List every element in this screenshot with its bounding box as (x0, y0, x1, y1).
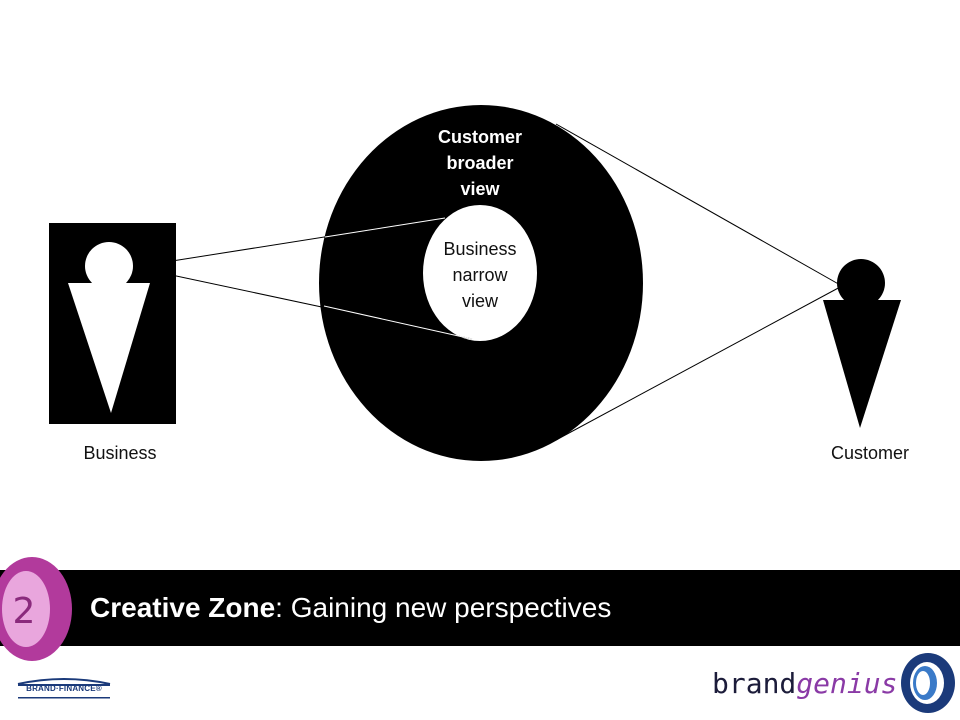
business-narrow-view-circle (423, 205, 537, 341)
business-label: Business (83, 443, 157, 463)
brand-finance-logo (17, 678, 111, 699)
perspective-diagram (49, 105, 901, 461)
zone-number-badge: 2 (0, 557, 72, 661)
customer-broader-view-label: Customer broader view (437, 127, 522, 199)
brandgenius-wordmark: brandgenius (712, 667, 898, 700)
business-person-icon (49, 223, 176, 424)
customer-sight-lines (555, 123, 843, 441)
business-narrow-view-label: Business narrow view (443, 239, 517, 311)
section-banner (0, 570, 960, 646)
customer-label: Customer (830, 443, 910, 463)
customer-person-icon (823, 259, 901, 428)
brand-finance-text: BRAND·FINANCE® (26, 684, 102, 693)
brandgenius-logo (901, 653, 955, 713)
svg-text:2: 2 (13, 591, 36, 632)
banner-title: Creative Zone: Gaining new perspectives (90, 592, 612, 623)
